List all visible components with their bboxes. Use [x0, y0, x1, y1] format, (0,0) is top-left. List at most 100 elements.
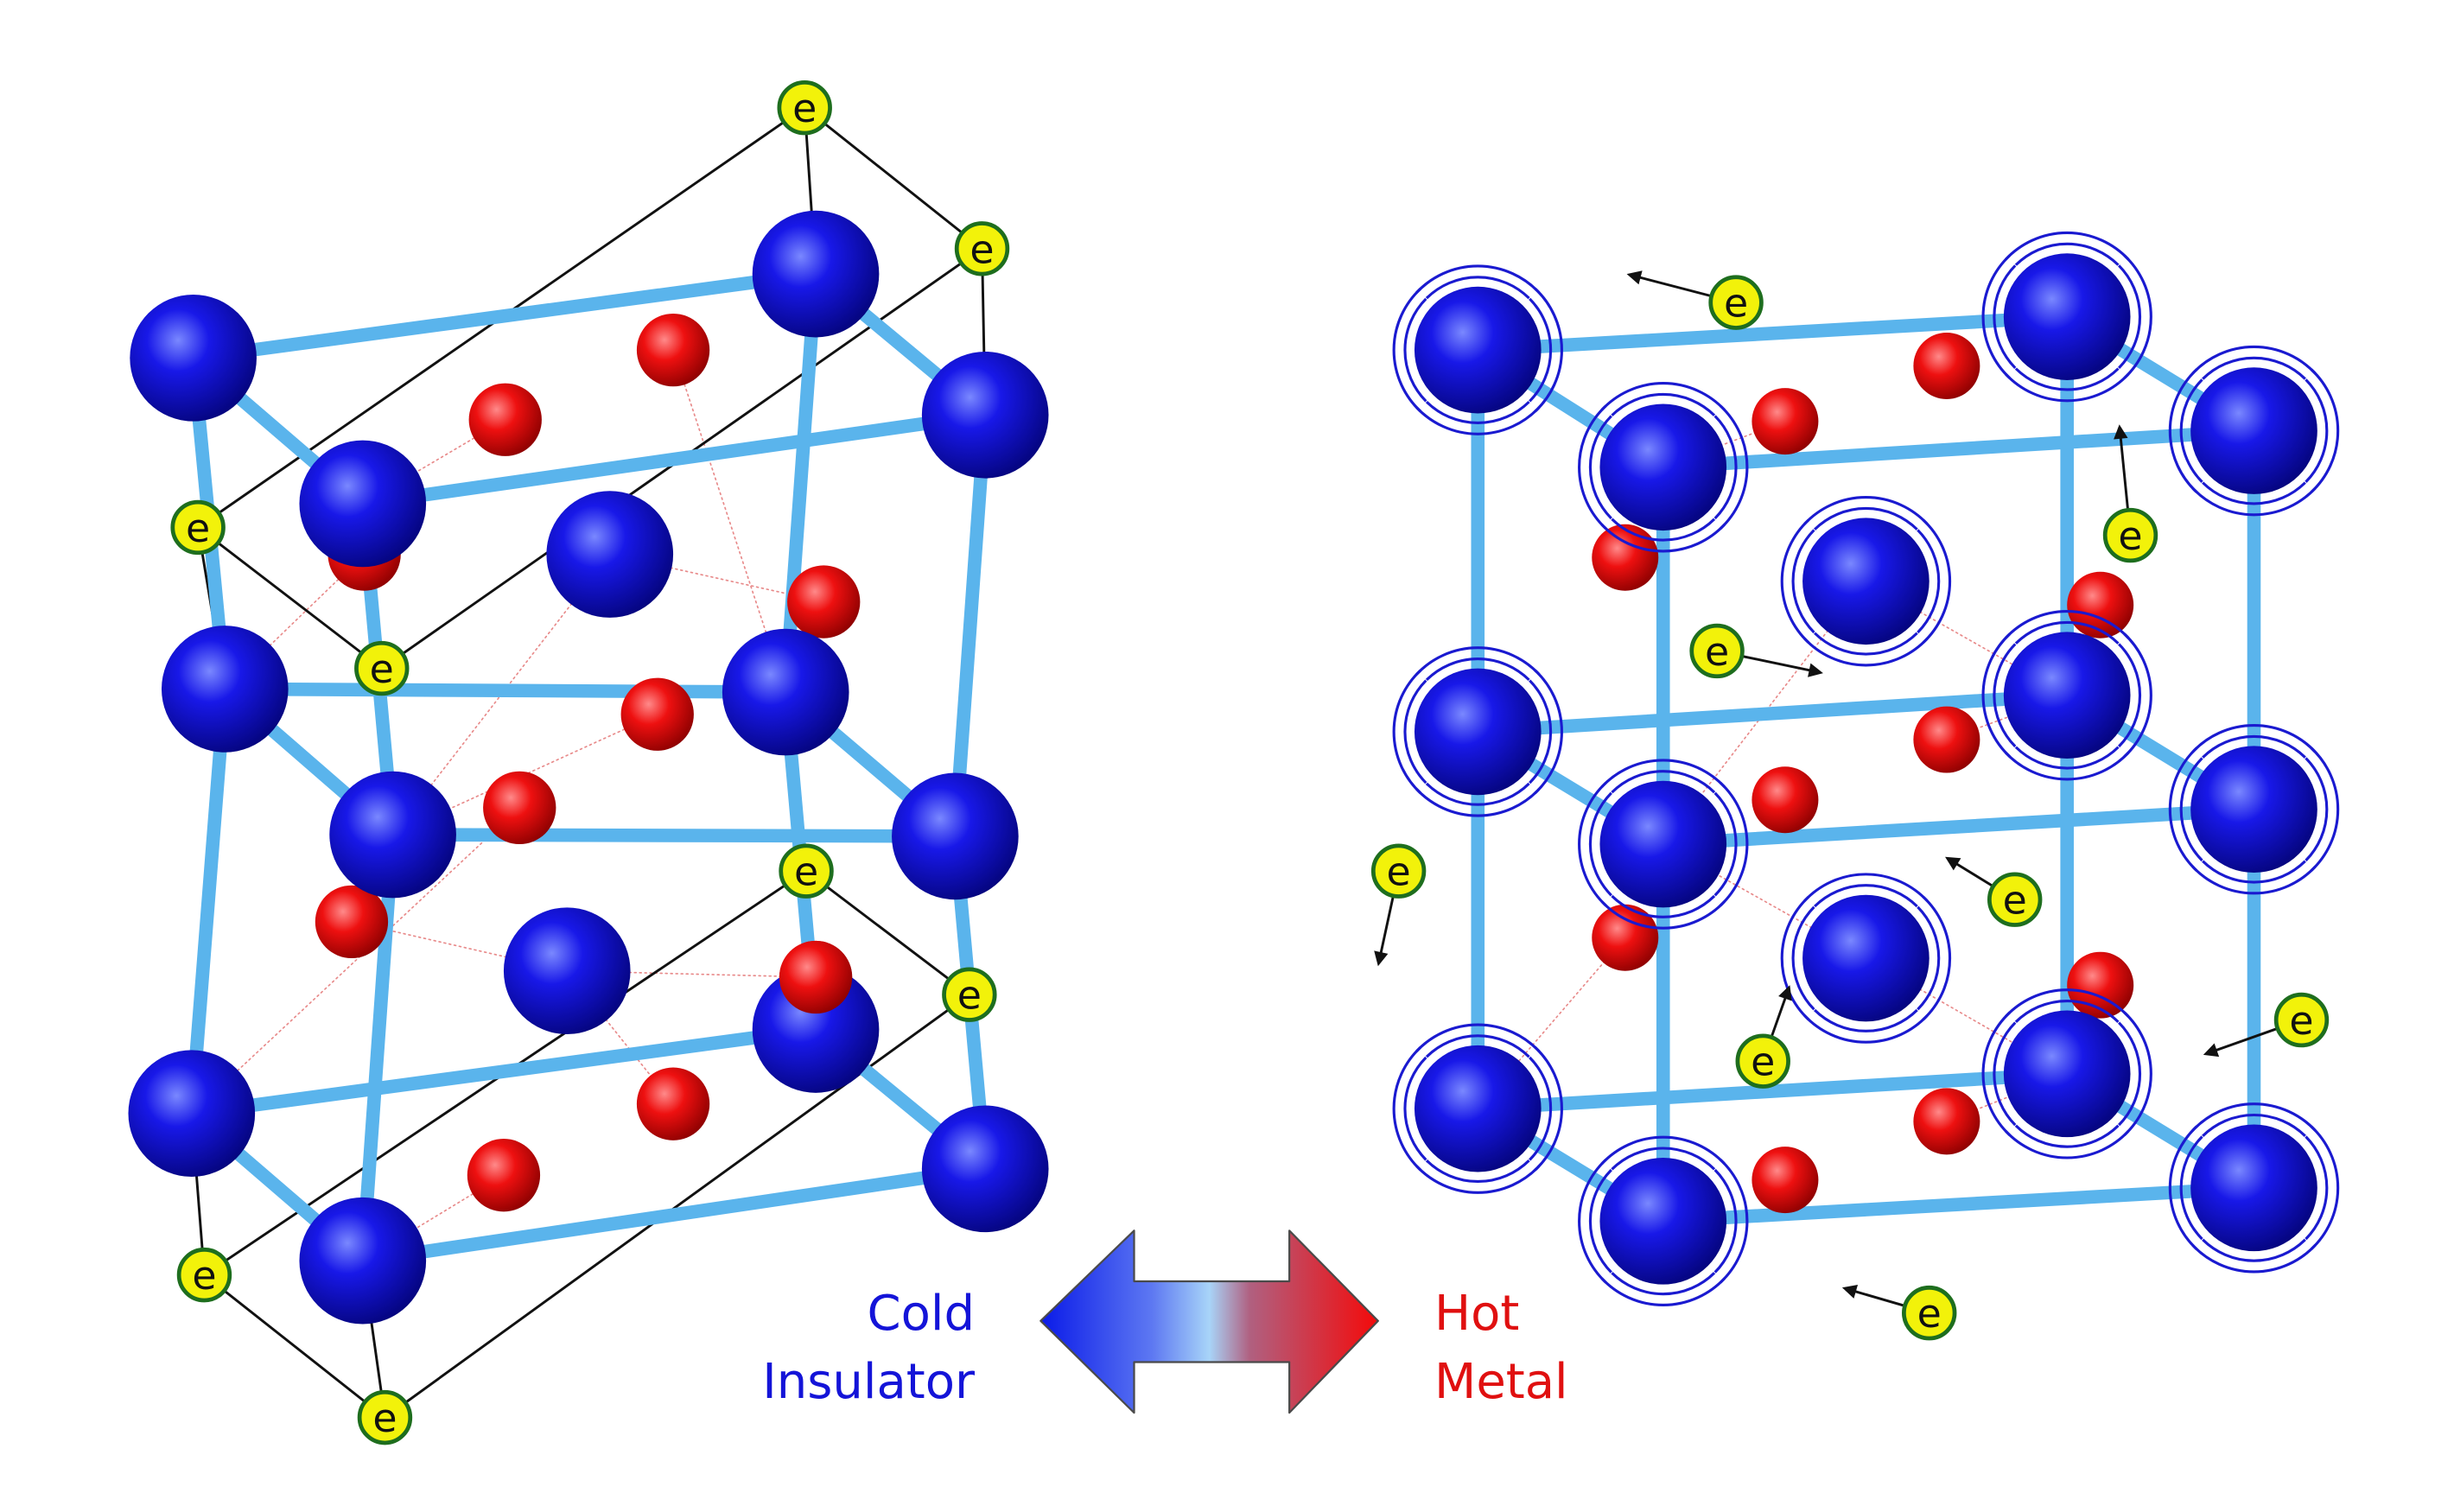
- vibration-arc: [1922, 518, 1952, 644]
- double-arrow: [1039, 1229, 1379, 1414]
- blue-atom: [1599, 403, 1727, 531]
- red-atom: [467, 1138, 541, 1212]
- bond: [1471, 309, 2074, 357]
- vibration-arc: [2179, 378, 2203, 484]
- vibration-arc: [1425, 782, 1530, 806]
- electron: [2273, 992, 2330, 1048]
- electron: [954, 221, 1010, 276]
- electron-label: e: [970, 226, 994, 272]
- blue-atom: [892, 772, 1019, 900]
- vibration-arc: [2191, 1102, 2317, 1132]
- red-atom: [1751, 388, 1819, 455]
- vibration-arc: [1403, 679, 1427, 785]
- motion-arrow-shaft: [1951, 860, 1993, 887]
- vibration-arc: [1993, 643, 2017, 748]
- electron: [170, 499, 226, 556]
- motion-arrow-shaft: [1849, 1288, 1904, 1307]
- blue-atom: [752, 966, 880, 1093]
- vibration-arc: [1534, 669, 1563, 795]
- vibration-arc: [1425, 1034, 1530, 1058]
- vibration-arc: [1981, 1011, 2011, 1137]
- vibration-arc: [1529, 679, 1553, 785]
- blue-atom: [2003, 253, 2131, 380]
- bond: [355, 408, 992, 511]
- motion-arrowhead: [1778, 985, 1792, 1001]
- cell-edge: [804, 869, 971, 996]
- vibration-arc: [2202, 481, 2306, 505]
- vibration-arc: [1529, 297, 1553, 403]
- vibration-arc: [1415, 406, 1541, 435]
- vibration-arc: [1922, 895, 1952, 1021]
- vibration-arc: [2014, 620, 2120, 645]
- cell-edge: [196, 525, 384, 670]
- bond: [779, 267, 823, 699]
- vibration-arc: [1719, 1159, 1749, 1284]
- vibration-arc: [1813, 632, 1918, 656]
- vibration-arc: [1611, 1147, 1716, 1171]
- vibration-arc: [1813, 1008, 1918, 1032]
- vibration-arc: [1993, 264, 2017, 370]
- vibration-arc: [2005, 231, 2130, 261]
- electron-label: e: [186, 505, 210, 551]
- vibration-arc: [1578, 404, 1607, 530]
- vibration-arc: [1425, 400, 1530, 424]
- vibration-arc: [1415, 1165, 1541, 1194]
- motion-arrow-shaft: [1378, 897, 1395, 958]
- vibration-arc: [1578, 1159, 1607, 1284]
- vibration-arc: [1993, 1021, 2017, 1127]
- red-atom: [468, 383, 542, 456]
- bond: [1656, 1181, 2261, 1229]
- vibration-arc: [2191, 345, 2317, 375]
- blue-atom: [2190, 1124, 2317, 1252]
- electron: [1689, 623, 1745, 679]
- electron-label: e: [1917, 1290, 1942, 1337]
- electron: [176, 1247, 232, 1303]
- vibration-arc: [1719, 404, 1749, 530]
- red-atom: [483, 771, 556, 845]
- dotted-link: [190, 807, 521, 1115]
- bond: [948, 408, 992, 843]
- blue-atom: [546, 491, 674, 618]
- vibration-arc: [1534, 287, 1563, 413]
- electron-label: e: [2289, 997, 2313, 1044]
- vibration-arc: [2005, 372, 2130, 403]
- vibration-arc: [1425, 276, 1530, 300]
- metal-label: Metal: [1434, 1354, 1568, 1410]
- vibration-arc: [1611, 770, 1716, 794]
- vibration-arc: [1588, 791, 1612, 897]
- vibration-arc: [2179, 1135, 2203, 1241]
- electron-label: e: [1705, 628, 1729, 675]
- vibration-arc: [2168, 368, 2198, 493]
- blue-atom: [128, 1050, 256, 1177]
- electron-label: e: [192, 1252, 216, 1299]
- vibration-arc: [1403, 297, 1427, 403]
- vibration-arc: [1392, 1046, 1422, 1172]
- vibration-arc: [2005, 751, 2130, 781]
- vibration-arc: [1415, 1023, 1541, 1052]
- vibration-arc: [1981, 254, 2011, 379]
- vibration-arc: [2202, 734, 2306, 759]
- blue-atom: [1802, 894, 1930, 1022]
- blue-atom: [2190, 746, 2317, 874]
- vibration-arc: [1719, 781, 1749, 907]
- vibration-arc: [2202, 1238, 2306, 1262]
- vibration-arc: [1529, 1056, 1553, 1161]
- red-atom: [787, 565, 861, 638]
- cell-edge: [803, 106, 983, 251]
- red-atom: [315, 885, 389, 959]
- vibration-arc: [1600, 900, 1726, 930]
- bond: [185, 682, 232, 1121]
- vibration-arc: [2310, 746, 2340, 872]
- vibration-arc: [2014, 999, 2120, 1024]
- motion-arrowhead: [1374, 950, 1389, 967]
- red-atom: [1751, 1147, 1819, 1214]
- red-atom: [1592, 524, 1659, 591]
- bond: [1656, 423, 2261, 474]
- vibration-arc: [2123, 1011, 2152, 1137]
- red-atom: [1751, 766, 1819, 834]
- blue-atom: [329, 771, 456, 899]
- blue-atom: [1414, 286, 1542, 414]
- blue-atom: [2003, 632, 2131, 759]
- blue-atom: [1414, 668, 1542, 796]
- vibration-arc: [2014, 367, 2120, 391]
